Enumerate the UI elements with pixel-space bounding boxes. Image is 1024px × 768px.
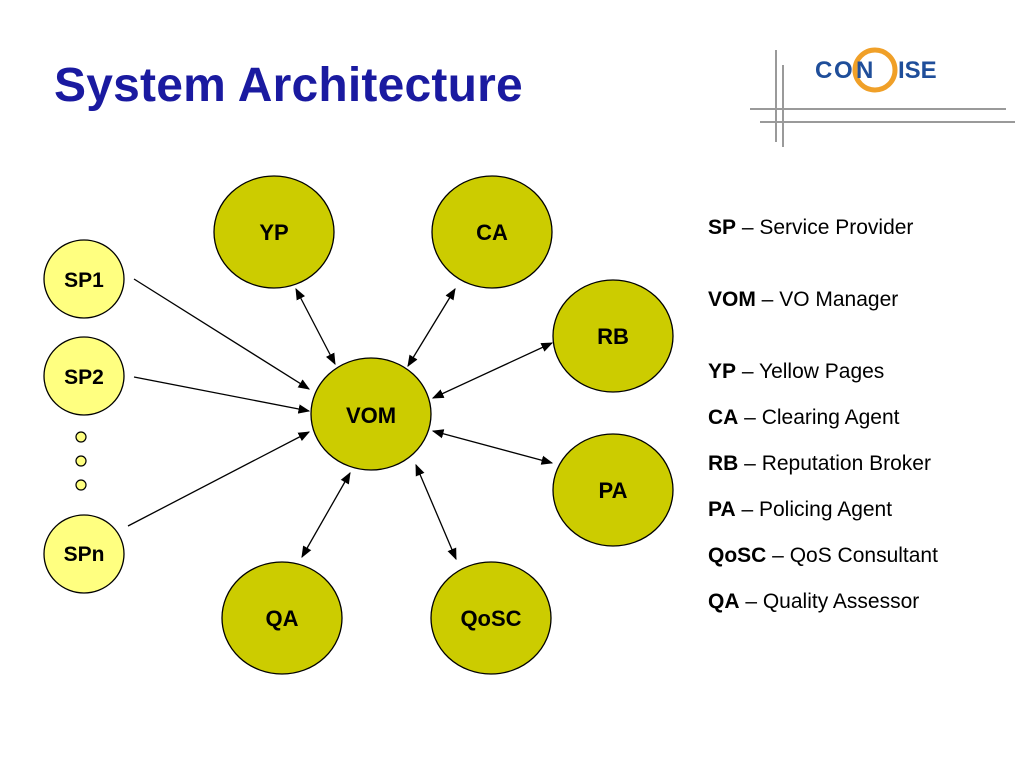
logo-mark: C O N ISE: [815, 47, 937, 93]
node-qosc: [430, 561, 552, 675]
slide-title: System Architecture: [54, 59, 523, 112]
edge-pa-vom: [431, 429, 554, 465]
node-rb-label: RB: [597, 324, 629, 349]
logo-ring: [852, 47, 898, 93]
edge-sp2-vom: [133, 376, 311, 414]
legend-abbr: RB: [708, 452, 739, 475]
logo-vertical-line-1: [775, 50, 777, 142]
logo-text-c: C: [815, 57, 832, 84]
legend-item: YP – Yellow Pages: [708, 358, 1018, 404]
legend-abbr: VOM: [708, 288, 756, 311]
ellipsis-dot-2: [75, 455, 87, 467]
node-qa-label: QA: [266, 606, 299, 631]
logo-horizontal-line-2: [760, 121, 1015, 123]
node-ca: [431, 175, 553, 289]
node-spn-label: SPn: [64, 543, 105, 566]
legend-desc: – QoS Consultant: [766, 544, 938, 567]
node-spn: [43, 514, 125, 594]
edge-yp-vom: [295, 287, 336, 366]
logo-text-o: O: [834, 57, 853, 84]
legend-abbr: SP: [708, 216, 737, 239]
node-ca-label: CA: [476, 220, 508, 245]
legend-abbr: QA: [708, 590, 740, 613]
node-qa: [221, 561, 343, 675]
legend-item: CA – Clearing Agent: [708, 404, 1018, 450]
logo-horizontal-line-1: [750, 108, 1006, 110]
node-sp2: [43, 336, 125, 416]
legend-item: SP – Service Provider: [708, 214, 1018, 286]
edge-ca-vom: [407, 288, 456, 367]
legend-desc: – Service Provider: [736, 216, 914, 239]
node-sp1-label: SP1: [64, 269, 104, 292]
logo-text-n: N: [856, 57, 873, 84]
legend-desc: – VO Manager: [755, 288, 899, 311]
legend-item: VOM – VO Manager: [708, 286, 1018, 358]
logo-text-ise: ISE: [898, 57, 937, 84]
logo-vertical-line-2: [782, 65, 784, 147]
legend-abbr: QoSC: [708, 544, 767, 567]
node-sp2-label: SP2: [64, 366, 104, 389]
edge-rb-vom: [431, 342, 554, 399]
node-sp1: [43, 239, 125, 319]
legend-abbr: YP: [708, 360, 737, 383]
edge-vom-qa: [301, 471, 351, 559]
node-yp-label: YP: [259, 220, 288, 245]
legend-desc: – Yellow Pages: [736, 360, 885, 383]
legend-desc: – Policing Agent: [735, 498, 893, 521]
legend-item: PA – Policing Agent: [708, 496, 1018, 542]
legend-item: RB – Reputation Broker: [708, 450, 1018, 496]
legend-desc: – Quality Assessor: [739, 590, 920, 613]
edge-sp1-vom: [133, 278, 310, 390]
node-qosc-label: QoSC: [460, 606, 521, 631]
legend-item: QoSC – QoS Consultant: [708, 542, 1018, 588]
node-vom: [310, 357, 432, 471]
edge-spn-vom: [127, 431, 311, 527]
legend-item: QA – Quality Assessor: [708, 588, 1018, 634]
node-pa-label: PA: [599, 478, 628, 503]
architecture-diagram: SP1 SP2 SPn VOM YP CA RB PA QA QoSC: [43, 175, 674, 675]
node-vom-label: VOM: [346, 403, 396, 428]
edge-vom-qosc: [415, 463, 457, 561]
legend-desc: – Reputation Broker: [738, 452, 931, 475]
legend: SP – Service Provider VOM – VO Manager Y…: [708, 214, 1018, 634]
legend-abbr: PA: [708, 498, 736, 521]
node-pa: [552, 433, 674, 547]
node-yp: [213, 175, 335, 289]
ellipsis-dot-1: [75, 431, 87, 443]
ellipsis-dot-3: [75, 479, 87, 491]
legend-desc: – Clearing Agent: [738, 406, 900, 429]
concoise-logo: C O N ISE: [745, 45, 1015, 150]
node-rb: [552, 279, 674, 393]
legend-abbr: CA: [708, 406, 739, 429]
